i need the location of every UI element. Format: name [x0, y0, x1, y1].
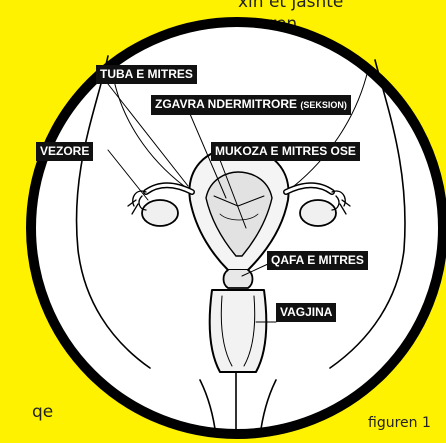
vagina	[210, 290, 267, 372]
label-vezore: VEZORE	[36, 142, 93, 161]
label-zgavra-ndermitrore: ZGAVRA NDERMITRORE (SEKSION)	[151, 95, 351, 115]
label-zgavra-small: (SEKSION)	[300, 100, 347, 110]
label-qafa-e-mitres: QAFA E MITRES	[267, 251, 368, 270]
ovary-left	[142, 200, 178, 226]
label-tuba-e-mitres: TUBA E MITRES	[96, 65, 197, 84]
label-mukoza-e-mitres: MUKOZA E MITRES OSE	[211, 142, 360, 161]
label-vagjina: VAGJINA	[276, 303, 336, 322]
figure-caption: figuren 1	[368, 415, 431, 431]
ovary-right	[300, 200, 336, 226]
label-zgavra-main: ZGAVRA NDERMITRORE	[155, 97, 300, 111]
